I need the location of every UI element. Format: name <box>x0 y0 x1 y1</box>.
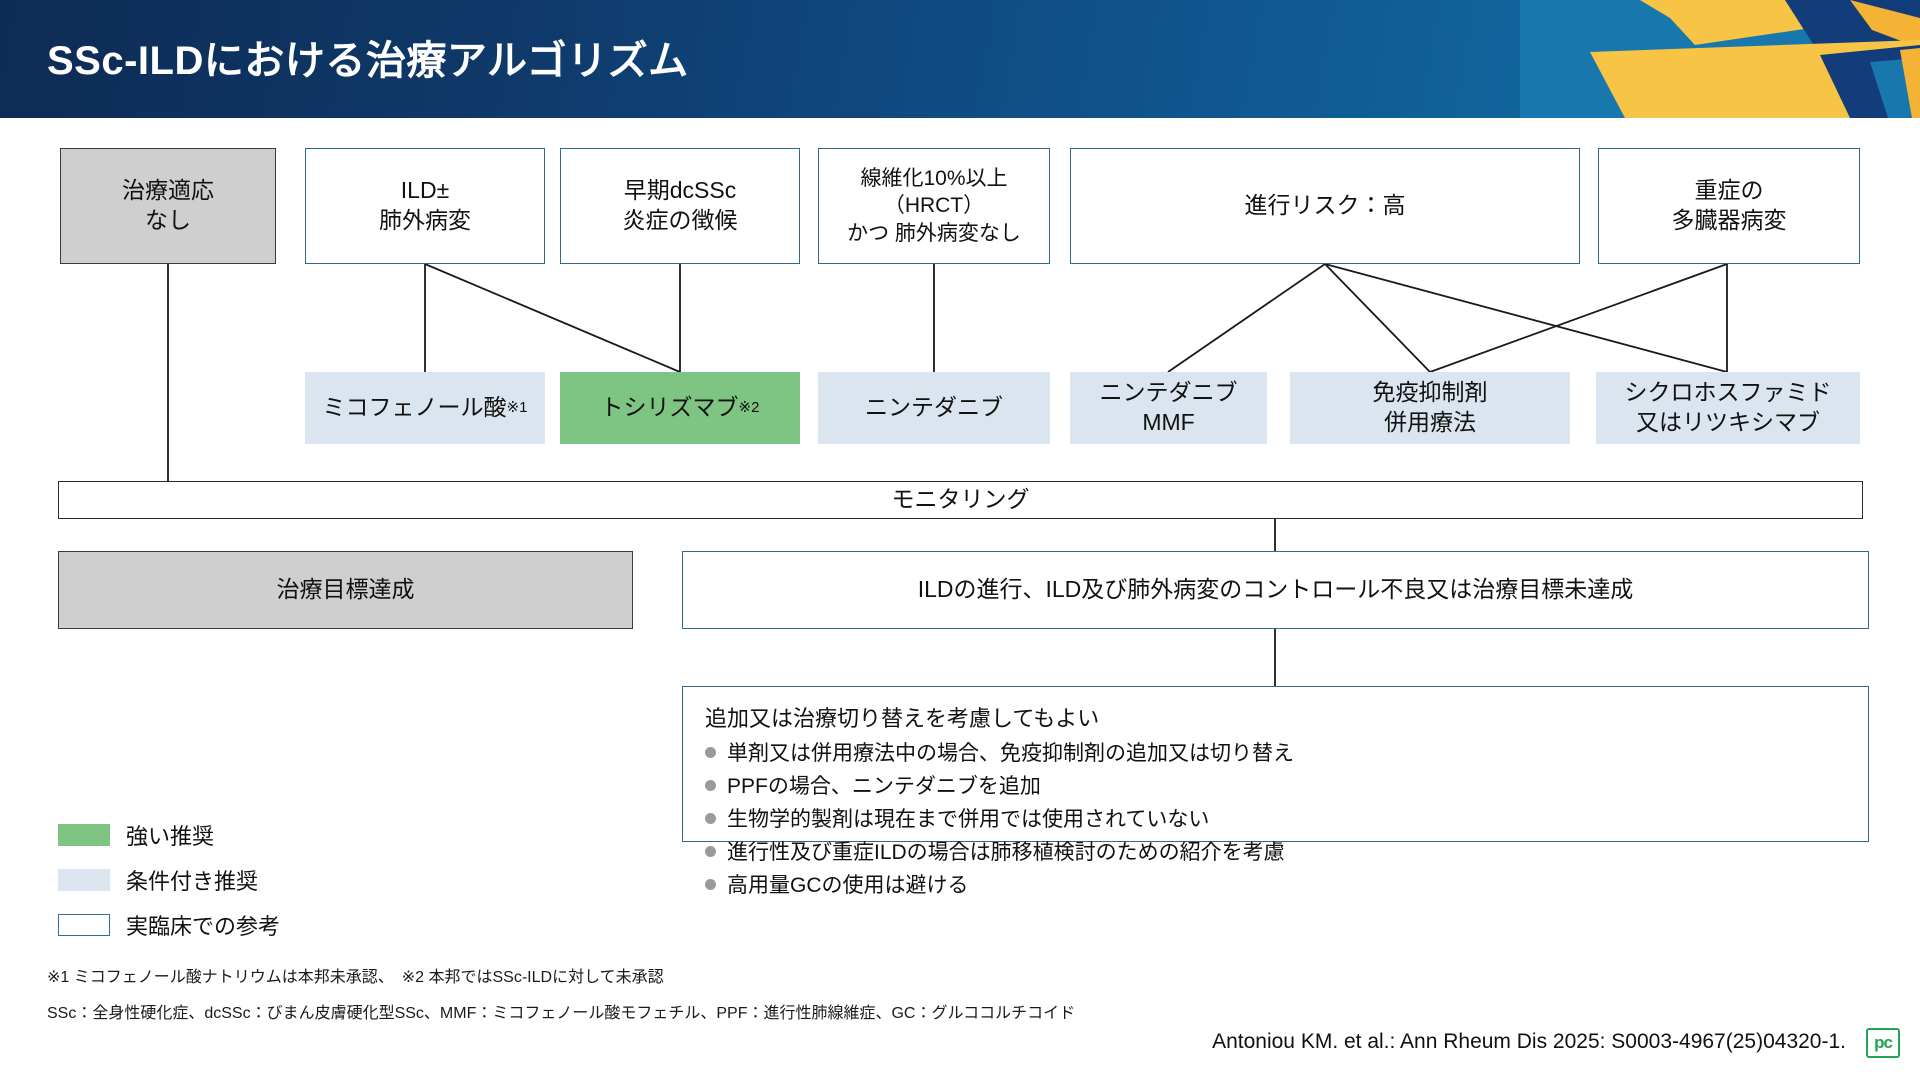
footnotes: ※1 ミコフェノール酸ナトリウムは本邦未承認、 ※2 本邦ではSSc-ILDに対… <box>47 963 1075 1035</box>
node-nintedanib[interactable]: ニンテダニブ <box>818 372 1050 444</box>
node-ild-extrapulmonary[interactable]: ILD± 肺外病変 <box>305 148 545 264</box>
legend-label: 実臨床での参考 <box>126 914 281 939</box>
legend: 強い推奨 条件付き推奨 実臨床での参考 <box>58 817 280 952</box>
footnote-line: ※1 ミコフェノール酸ナトリウムは本邦未承認、 ※2 本邦ではSSc-ILDに対… <box>47 969 664 986</box>
footnote-line: SSc：全身性硬化症、dcSSc：びまん皮膚硬化型SSc、MMF：ミコフェノール… <box>47 1005 1076 1022</box>
bullet-icon <box>705 879 716 890</box>
node-severe-multiorgan[interactable]: 重症の 多臓器病変 <box>1598 148 1860 264</box>
advice-item: PPFの場合、ニンテダニブを追加 <box>705 770 1868 800</box>
node-nintedanib-mmf[interactable]: ニンテダニブ MMF <box>1070 372 1267 444</box>
advice-item-label: 進行性及び重症ILDの場合は肺移植検討のための紹介を考慮 <box>727 841 1285 864</box>
legend-swatch-blue <box>58 869 110 891</box>
node-progression-risk-high[interactable]: 進行リスク：高 <box>1070 148 1580 264</box>
header-banner: SSc-ILDにおける治療アルゴリズム <box>0 0 1920 118</box>
node-no-indication[interactable]: 治療適応 なし <box>60 148 276 264</box>
node-immunosuppressant-combo[interactable]: 免疫抑制剤 併用療法 <box>1290 372 1570 444</box>
node-tocilizumab-label: トシリズマブ <box>600 394 739 421</box>
legend-swatch-green <box>58 824 110 846</box>
node-poor-control[interactable]: ILDの進行、ILD及び肺外病変のコントロール不良又は治療目標未達成 <box>682 551 1869 629</box>
node-cyclophosphamide-rituximab[interactable]: シクロホスファミド 又はリツキシマブ <box>1596 372 1860 444</box>
node-mycophenolic-acid-label: ミコフェノール酸 <box>322 394 507 421</box>
page-title: SSc-ILDにおける治療アルゴリズム <box>47 39 689 83</box>
node-monitoring[interactable]: モニタリング <box>58 481 1863 519</box>
advice-item: 進行性及び重症ILDの場合は肺移植検討のための紹介を考慮 <box>705 836 1868 866</box>
node-fibrosis-hrct[interactable]: 線維化10%以上 （HRCT） かつ 肺外病変なし <box>818 148 1050 264</box>
advice-item-label: 生物学的製剤は現在まで併用では使用されていない <box>727 808 1210 831</box>
node-goal-achieved[interactable]: 治療目標達成 <box>58 551 633 629</box>
legend-swatch-outline <box>58 914 110 936</box>
advice-item: 高用量GCの使用は避ける <box>705 869 1868 899</box>
legend-row-conditional-recommendation: 条件付き推奨 <box>58 862 280 898</box>
header-decoration-graphic <box>1520 0 1920 118</box>
node-tocilizumab[interactable]: トシリズマブ※2 <box>560 372 800 444</box>
advice-title: 追加又は治療切り替えを考慮してもよい <box>705 706 1100 731</box>
bullet-icon <box>705 780 716 791</box>
node-early-dcssc[interactable]: 早期dcSSc 炎症の徴候 <box>560 148 800 264</box>
bullet-icon <box>705 813 716 824</box>
footnote-marker-2: ※2 <box>738 399 760 417</box>
legend-row-strong-recommendation: 強い推奨 <box>58 817 280 853</box>
advice-box[interactable]: 追加又は治療切り替えを考慮してもよい 単剤又は併用療法中の場合、免疫抑制剤の追加… <box>682 686 1869 897</box>
citation: Antoniou KM. et al.: Ann Rheum Dis 2025:… <box>1212 1030 1846 1053</box>
advice-item: 単剤又は併用療法中の場合、免疫抑制剤の追加又は切り替え <box>705 737 1868 767</box>
advice-item-label: PPFの場合、ニンテダニブを追加 <box>727 775 1041 798</box>
legend-row-clinical-reference: 実臨床での参考 <box>58 907 280 943</box>
legend-label: 強い推奨 <box>126 824 215 849</box>
bullet-icon <box>705 747 716 758</box>
advice-item-label: 高用量GCの使用は避ける <box>727 874 969 897</box>
footnote-marker-1: ※1 <box>506 399 528 417</box>
pc-logo: pc <box>1866 1028 1900 1058</box>
legend-label: 条件付き推奨 <box>126 869 259 894</box>
bullet-icon <box>705 846 716 857</box>
advice-item: 生物学的製剤は現在まで併用では使用されていない <box>705 803 1868 833</box>
advice-item-label: 単剤又は併用療法中の場合、免疫抑制剤の追加又は切り替え <box>727 742 1294 765</box>
node-mycophenolic-acid[interactable]: ミコフェノール酸※1 <box>305 372 545 444</box>
